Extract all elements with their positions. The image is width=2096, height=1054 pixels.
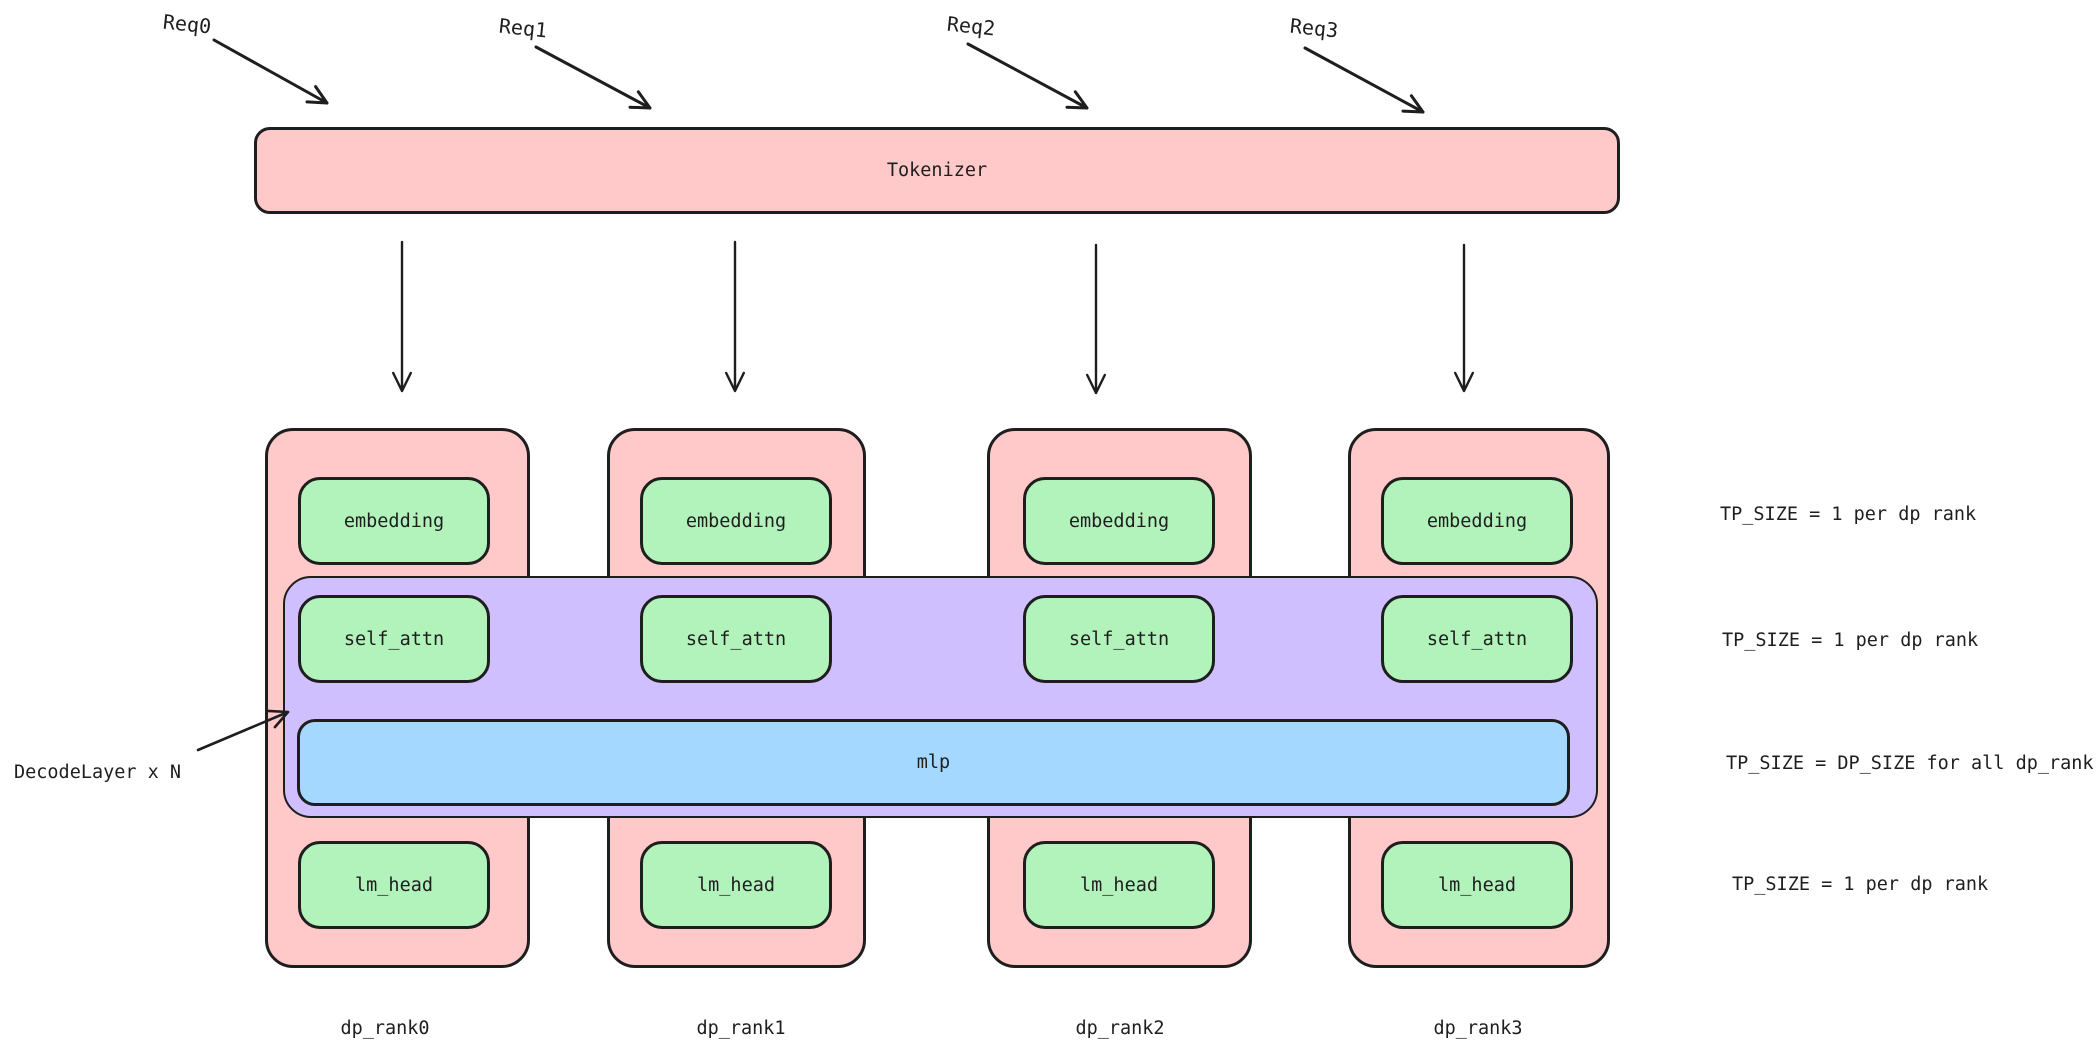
token-flow-arrow-2 — [1086, 243, 1106, 395]
self-attn-label: self_attn — [343, 628, 445, 650]
lm-head-label: lm_head — [1438, 874, 1516, 896]
tokenizer-label: Tokenizer — [886, 160, 988, 181]
tp-size-annotation-mlp: TP_SIZE = DP_SIZE for all dp_rank — [1726, 753, 2094, 774]
tokenizer-box: Tokenizer — [254, 127, 1620, 214]
token-flow-arrow-1 — [725, 240, 745, 393]
mlp-bar: mlp — [297, 719, 1570, 806]
self-attn-box: self_attn — [298, 595, 490, 683]
embedding-label: embedding — [343, 510, 445, 532]
embedding-box: embedding — [1023, 477, 1215, 565]
request-label-req0: Req0 — [161, 9, 213, 39]
req-arrow-2 — [966, 42, 1089, 110]
decode-layer-callout-label: DecodeLayer x N — [14, 762, 182, 783]
self-attn-box: self_attn — [640, 595, 832, 683]
self-attn-label: self_attn — [685, 628, 787, 650]
embedding-box: embedding — [1381, 477, 1573, 565]
tp-size-annotation-embedding: TP_SIZE = 1 per dp rank — [1720, 504, 1977, 525]
dp-rank0-container: embedding self_attn lm_head — [265, 428, 530, 968]
lm-head-label: lm_head — [697, 874, 775, 896]
tp-size-annotation-lm-head: TP_SIZE = 1 per dp rank — [1732, 874, 1989, 895]
lm-head-box: lm_head — [1381, 841, 1573, 929]
self-attn-label: self_attn — [1426, 628, 1528, 650]
embedding-box: embedding — [298, 477, 490, 565]
req-arrow-1 — [534, 45, 652, 110]
dp-rank1-label: dp_rank1 — [696, 1018, 786, 1039]
req-arrow-0 — [212, 38, 329, 105]
dp-rank3-label: dp_rank3 — [1433, 1018, 1523, 1039]
embedding-label: embedding — [1426, 510, 1528, 532]
lm-head-box: lm_head — [640, 841, 832, 929]
request-label-req2: Req2 — [945, 11, 997, 41]
lm-head-box: lm_head — [298, 841, 490, 929]
lm-head-label: lm_head — [1080, 874, 1158, 896]
token-flow-arrow-0 — [392, 240, 412, 393]
self-attn-box: self_attn — [1023, 595, 1215, 683]
req-arrow-3 — [1303, 46, 1425, 114]
mlp-label: mlp — [916, 752, 951, 773]
self-attn-label: self_attn — [1068, 628, 1170, 650]
embedding-label: embedding — [685, 510, 787, 532]
token-flow-arrow-3 — [1454, 243, 1474, 393]
dp-rank2-label: dp_rank2 — [1075, 1018, 1165, 1039]
dp-rank0-label: dp_rank0 — [340, 1018, 430, 1039]
lm-head-box: lm_head — [1023, 841, 1215, 929]
lm-head-label: lm_head — [355, 874, 433, 896]
request-label-req1: Req1 — [497, 13, 549, 43]
embedding-label: embedding — [1068, 510, 1170, 532]
self-attn-box: self_attn — [1381, 595, 1573, 683]
request-label-req3: Req3 — [1288, 13, 1340, 43]
tp-size-annotation-self-attn: TP_SIZE = 1 per dp rank — [1722, 630, 1979, 651]
embedding-box: embedding — [640, 477, 832, 565]
